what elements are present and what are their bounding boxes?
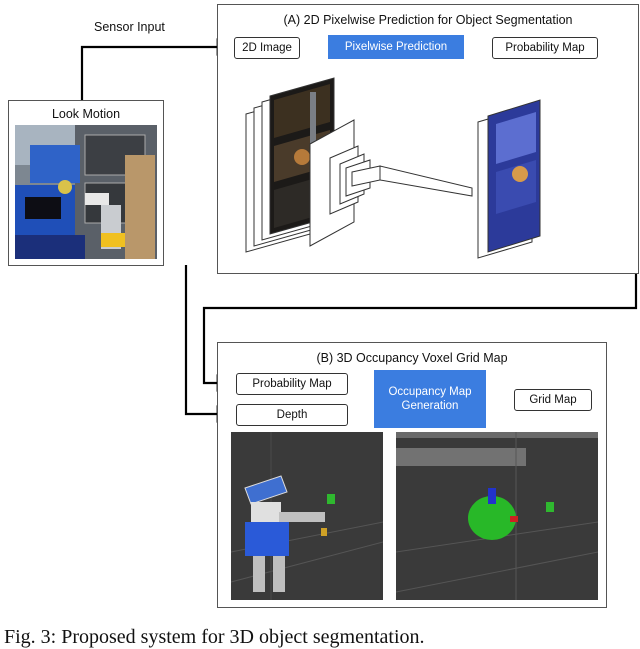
probability-map-input-box: Probability Map [236, 373, 348, 395]
panel-b-title: (B) 3D Occupancy Voxel Grid Map [316, 351, 508, 365]
sensor-input-label: Sensor Input [94, 20, 165, 34]
look-motion-title: Look Motion [51, 107, 121, 121]
occupancy-grid-render [396, 432, 598, 600]
look-motion-panel: Look Motion [8, 100, 164, 266]
network-illustration [245, 77, 541, 259]
occupancy-line-1: Occupancy Map [388, 386, 472, 398]
output-probability-map [477, 99, 541, 259]
robot-photo [15, 125, 157, 259]
occupancy-grid-drawing [396, 432, 598, 600]
sensor-input-arrow [80, 38, 235, 100]
robot-voxel-drawing [231, 432, 383, 600]
occupancy-map-generation-box: Occupancy Map Generation [374, 370, 486, 428]
probability-map-output-box: Probability Map [492, 37, 598, 59]
occupancy-line-2: Generation [401, 400, 459, 412]
network-body [309, 119, 473, 247]
depth-arrow [184, 265, 235, 423]
pixelwise-prediction-box: Pixelwise Prediction [328, 35, 464, 59]
robot-photo-drawing [15, 125, 157, 259]
2d-image-box: 2D Image [234, 37, 300, 59]
panel-a-title: (A) 2D Pixelwise Prediction for Object S… [283, 13, 573, 27]
depth-box: Depth [236, 404, 348, 426]
robot-voxel-render [231, 432, 383, 600]
grid-map-box: Grid Map [514, 389, 592, 411]
figure-caption: Fig. 3: Proposed system for 3D object se… [4, 626, 425, 648]
